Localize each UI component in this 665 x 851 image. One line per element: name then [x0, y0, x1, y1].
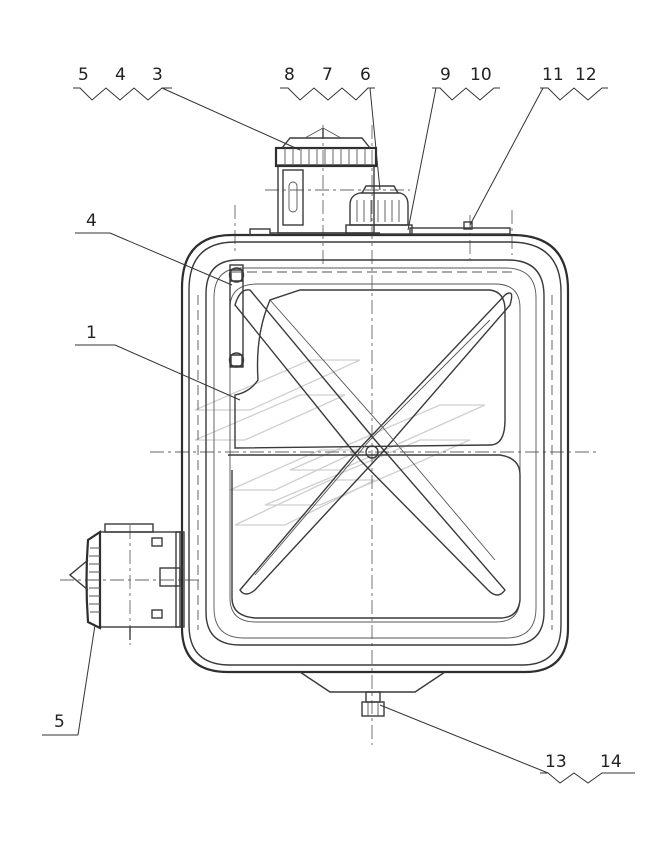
callout-6: 6: [360, 65, 371, 85]
tank-body: [180, 233, 570, 674]
callout-1-left: 1: [86, 323, 97, 343]
callout-14: 14: [600, 752, 622, 772]
callout-10: 10: [470, 65, 492, 85]
callout-5-bottom: 5: [54, 712, 65, 732]
callout-11: 11: [542, 65, 564, 85]
watermark-logo: [194, 359, 486, 526]
callout-7: 7: [322, 65, 333, 85]
leader-lines: [42, 87, 635, 784]
callout-4-left: 4: [86, 211, 97, 231]
return-filter-cap: [345, 185, 413, 235]
suction-filter: [68, 523, 185, 640]
callout-9: 9: [440, 65, 451, 85]
callout-3-top: 3: [152, 65, 163, 85]
callout-5-top: 5: [78, 65, 89, 85]
internal-baffle: [228, 289, 521, 619]
filler-breather: [270, 127, 380, 234]
callout-labels: 5 4 3 8 7 6 9 10 11 12 4 1 5 13 14: [54, 65, 622, 772]
sight-gauge: [228, 264, 245, 368]
callout-4-top: 4: [115, 65, 126, 85]
centerlines: [60, 125, 600, 745]
top-cover-plate: [249, 221, 511, 236]
callout-8: 8: [284, 65, 295, 85]
x-stiffener: [234, 289, 513, 596]
callout-13: 13: [545, 752, 567, 772]
callout-12: 12: [575, 65, 597, 85]
drain-plug: [299, 671, 446, 717]
